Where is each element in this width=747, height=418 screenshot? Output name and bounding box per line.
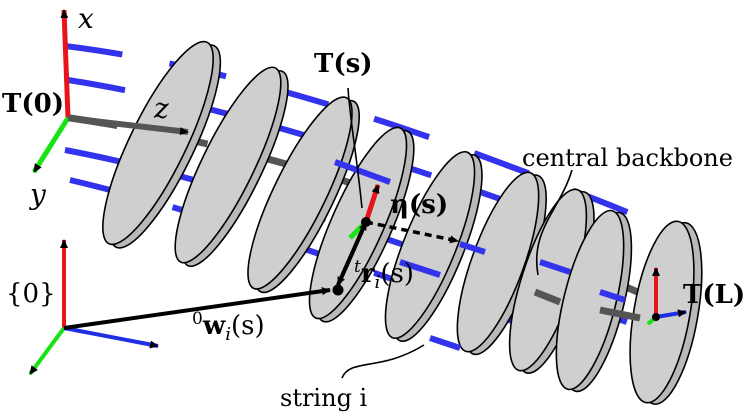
string-label: string i — [280, 384, 368, 412]
frame-T0 — [31, 9, 189, 174]
disk-9 — [629, 220, 703, 405]
callout-string — [341, 344, 425, 379]
TL-label: T(L) — [683, 280, 745, 310]
T0-label: T(0) — [2, 89, 64, 119]
eta-vector — [365, 220, 459, 244]
disk-2 — [174, 66, 289, 268]
disk-8 — [555, 209, 633, 393]
disk-3 — [247, 96, 361, 294]
z-axis-label: z — [153, 92, 169, 125]
string-top — [64, 43, 692, 241]
disk-5 — [384, 150, 483, 343]
eta-label: η(s) — [390, 190, 448, 220]
front-string-segments — [333, 159, 641, 351]
disk-1 — [102, 40, 222, 249]
y-axis-label: y — [28, 178, 47, 211]
w-label: 0wi(s) — [192, 309, 265, 345]
r-label: tri(s) — [354, 257, 414, 293]
frame0-label: {0} — [6, 279, 56, 309]
callout-backbone — [535, 169, 573, 276]
r-vector-back — [336, 221, 368, 286]
frame-Ts — [332, 184, 459, 296]
backbone-label: central backbone — [522, 144, 733, 172]
Ts-label: T(s) — [314, 49, 373, 79]
x-axis-label: x — [78, 2, 94, 35]
frame-TL — [646, 267, 687, 326]
callout-Ts — [347, 87, 363, 209]
w-vector — [63, 287, 331, 330]
disk-6 — [456, 171, 547, 356]
frame-world — [28, 239, 331, 376]
